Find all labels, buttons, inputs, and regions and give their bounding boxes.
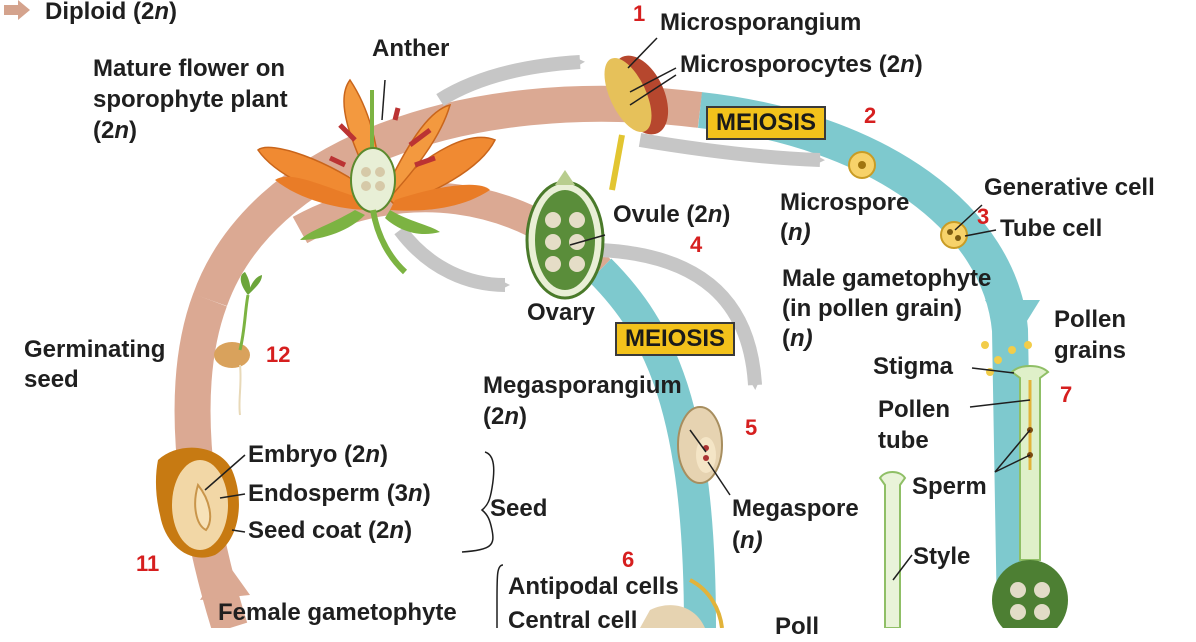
ovary-illustration <box>525 170 605 300</box>
label-pollen-grains-line2: grains <box>1054 337 1127 364</box>
label-male-gametophyte-line2: (in pollen grain) <box>782 295 962 322</box>
label-endosperm: Endosperm (3n) <box>248 480 431 507</box>
label-megaspore-ploidy: (n) <box>732 527 763 554</box>
label-embryo: Embryo (2n) <box>248 441 389 468</box>
label-megasporangium: Megasporangium <box>483 372 682 399</box>
pollen-tube-arc <box>689 578 724 628</box>
step-number-4: 4 <box>690 232 703 257</box>
step-number-1: 1 <box>633 1 646 26</box>
label-ovule: Ovule (2n) <box>613 201 731 228</box>
diploid-band-top <box>193 85 703 307</box>
meiosis-box-top: MEIOSIS <box>706 106 827 140</box>
gray-arrow-flower-to-ovary <box>394 225 510 292</box>
label-germinating-seed-line2: seed <box>24 366 79 393</box>
pistil-illustration <box>878 365 1068 628</box>
label-mature-flower-line1: Mature flower on <box>93 55 286 82</box>
gray-arrow-ovule-to-megasporangium <box>599 243 762 390</box>
label-megasporangium-ploidy: (2n) <box>483 403 528 430</box>
label-generative-cell: Generative cell <box>984 174 1155 201</box>
angiosperm-life-cycle-diagram: Diploid (2n) Microsporangium Microsporoc… <box>4 0 1155 640</box>
step-number-2: 2 <box>864 103 877 128</box>
label-tube-cell: Tube cell <box>1000 215 1103 242</box>
label-male-gametophyte-line3: (n) <box>782 325 813 352</box>
label-female-gametophyte: Female gametophyte <box>218 599 457 626</box>
label-microsporangium: Microsporangium <box>660 9 862 36</box>
label-mature-flower-line3: (2n) <box>93 117 138 144</box>
haploid-band-arrowhead <box>985 300 1040 345</box>
label-seed: Seed <box>490 495 548 522</box>
step-number-5: 5 <box>745 415 758 440</box>
label-pollen-partial: Poll <box>775 613 820 640</box>
label-megaspore: Megaspore <box>732 495 859 522</box>
label-seed-coat: Seed coat (2n) <box>248 517 413 544</box>
label-antipodal-cells: Antipodal cells <box>508 573 679 600</box>
label-ovary: Ovary <box>527 299 596 326</box>
haploid-band-inner <box>588 258 716 628</box>
gray-arrow-anther-to-microsporangium <box>436 55 585 106</box>
label-mature-flower-line2: sporophyte plant <box>93 86 288 113</box>
step-number-7: 7 <box>1060 382 1073 407</box>
label-sperm: Sperm <box>912 473 987 500</box>
label-germinating-seed-line1: Germinating <box>24 336 166 363</box>
step-number-3: 3 <box>977 204 990 229</box>
step-number-6: 6 <box>622 547 635 572</box>
legend-diploid-label: Diploid (2n) <box>45 0 177 25</box>
leader-lines <box>204 37 1031 628</box>
female-gametophyte-illustration <box>640 605 705 628</box>
pollen-grain-illustration <box>940 221 968 249</box>
label-microspore-ploidy: (n) <box>780 219 811 246</box>
step-number-12: 12 <box>266 342 291 367</box>
microsporangium-illustration <box>604 55 669 191</box>
label-style: Style <box>913 543 971 570</box>
legend-arrow-icon <box>4 0 30 20</box>
label-male-gametophyte-line1: Male gametophyte <box>782 265 992 292</box>
diploid-band-left-arrowhead <box>200 560 250 600</box>
gray-arrow-to-microspore <box>638 133 825 167</box>
mature-flower-illustration <box>256 78 497 275</box>
label-central-cell: Central cell <box>508 607 638 634</box>
label-pollen-tube-line1: Pollen <box>878 396 951 423</box>
meiosis-box-mid: MEIOSIS <box>615 322 736 356</box>
step-number-11: 11 <box>136 551 160 576</box>
label-anther: Anther <box>372 35 450 62</box>
label-pollen-tube-line2: tube <box>878 427 929 454</box>
label-stigma: Stigma <box>873 353 954 380</box>
seed-illustration <box>155 447 239 558</box>
label-pollen-grains-line1: Pollen <box>1054 306 1127 333</box>
label-microsporocytes: Microsporocytes (2n) <box>680 51 923 78</box>
label-microspore: Microspore <box>780 189 910 216</box>
germinating-seed-illustration <box>214 272 262 416</box>
